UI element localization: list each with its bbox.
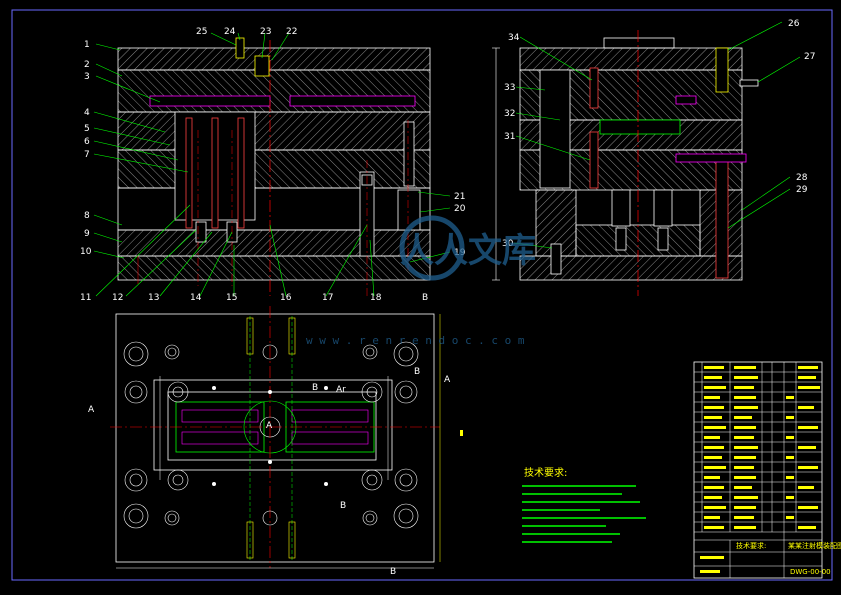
callout-8: 8 <box>84 211 90 221</box>
callout-29: 29 <box>796 185 808 195</box>
callout-18: 18 <box>370 293 382 303</box>
tech-requirements-title: 技术要求: <box>524 466 567 479</box>
technical-requirements: 技术要求: <box>522 466 646 543</box>
callout-14: 14 <box>190 293 202 303</box>
section-mark-a-center: A <box>266 421 273 431</box>
right-view-callouts: 26 27 28 29 30 31 32 33 34 <box>502 19 815 249</box>
callout-9: 9 <box>84 229 90 239</box>
title-block: 技术要求: 某某注射模装配图 DWG-00-00 <box>693 361 841 579</box>
section-mark-ar: Ar <box>336 385 346 395</box>
callout-21: 21 <box>454 192 465 202</box>
callout-31: 31 <box>504 132 515 142</box>
right-view-leaders <box>513 21 801 249</box>
callout-33: 33 <box>504 83 515 93</box>
callout-11: 11 <box>80 293 91 303</box>
section-mark-b-top: B <box>422 293 428 303</box>
callout-10: 10 <box>80 247 92 257</box>
callout-15: 15 <box>226 293 237 303</box>
watermark: 人人文库 w w w . r e n r e n d o c . c o m <box>306 215 536 347</box>
callout-6: 6 <box>84 137 90 147</box>
section-mark-b-side: B <box>414 367 420 377</box>
callout-4: 4 <box>84 108 90 118</box>
plan-view <box>110 306 463 569</box>
callout-28: 28 <box>796 173 808 183</box>
section-mark-a-left: A <box>88 405 95 415</box>
callout-12: 12 <box>112 293 123 303</box>
section-marks: A A B B B Ar B A B <box>88 293 451 577</box>
front-section-view <box>117 37 431 296</box>
callout-5: 5 <box>84 124 90 134</box>
callout-2: 2 <box>84 60 90 70</box>
tech-requirements-tag: 技术要求: <box>736 541 766 550</box>
callout-17: 17 <box>322 293 333 303</box>
watermark-url: w w w . r e n r e n d o c . c o m <box>306 334 525 347</box>
drawing-frame <box>11 9 833 581</box>
section-mark-b-bottom: B <box>390 567 396 577</box>
side-section-view <box>492 30 759 296</box>
callout-24: 24 <box>224 27 236 37</box>
callout-34: 34 <box>508 33 520 43</box>
callout-22: 22 <box>286 27 297 37</box>
left-view-leaders <box>93 32 451 297</box>
callout-27: 27 <box>804 52 815 62</box>
drawing-title: 某某注射模装配图 <box>788 541 841 550</box>
callout-1: 1 <box>84 40 90 50</box>
section-mark-b-low: B <box>340 501 346 511</box>
callout-25: 25 <box>196 27 207 37</box>
callout-3: 3 <box>84 72 90 82</box>
callout-30: 30 <box>502 239 514 249</box>
callout-26: 26 <box>788 19 800 29</box>
drawing-number: DWG-00-00 <box>790 568 831 576</box>
callout-23: 23 <box>260 27 271 37</box>
callout-13: 13 <box>148 293 159 303</box>
watermark-brand: 人人文库 <box>400 231 536 271</box>
callout-20: 20 <box>454 204 466 214</box>
callout-32: 32 <box>504 109 515 119</box>
section-mark-a-right: A <box>444 375 451 385</box>
callout-7: 7 <box>84 150 90 160</box>
section-mark-b-mid: B <box>312 383 318 393</box>
callout-16: 16 <box>280 293 292 303</box>
